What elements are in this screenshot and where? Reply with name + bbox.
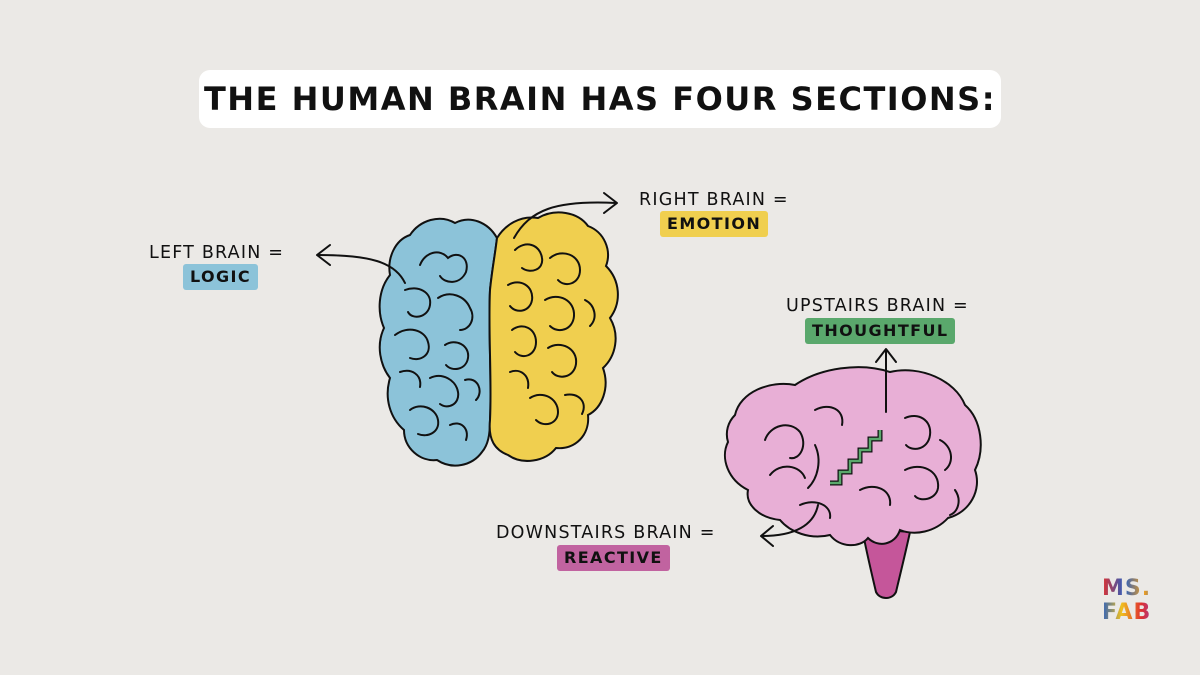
left-brain-arrow bbox=[317, 254, 406, 284]
ms-fab-logo: MS. FAB bbox=[1102, 577, 1158, 625]
right-brain-arrowhead bbox=[603, 192, 618, 214]
staircase-icon-fill bbox=[830, 430, 882, 485]
left-brain-tag: LOGIC bbox=[183, 264, 259, 290]
right-brain-hemisphere bbox=[488, 211, 619, 462]
upstairs-brain-label: UPSTAIRS BRAIN = bbox=[786, 296, 969, 316]
right-brain-label: RIGHT BRAIN = bbox=[639, 190, 789, 210]
left-brain-folds bbox=[394, 251, 481, 441]
page-title: THE HUMAN BRAIN HAS FOUR SECTIONS: bbox=[203, 80, 997, 118]
downstairs-arrowhead bbox=[760, 525, 774, 547]
downstairs-arrow bbox=[761, 504, 819, 537]
logo-line-2: FAB bbox=[1102, 601, 1158, 625]
left-brain-label: LEFT BRAIN = bbox=[149, 243, 285, 263]
upstairs-brain-tag: THOUGHTFUL bbox=[805, 318, 956, 344]
logo-line-1: MS. bbox=[1102, 577, 1158, 601]
downstairs-brain-label: DOWNSTAIRS BRAIN = bbox=[496, 523, 716, 543]
side-brain-folds bbox=[764, 405, 960, 519]
right-brain-folds bbox=[507, 243, 596, 426]
title-box: THE HUMAN BRAIN HAS FOUR SECTIONS: bbox=[199, 70, 1001, 128]
brain-stem bbox=[860, 526, 912, 599]
left-brain-arrowhead bbox=[316, 244, 331, 266]
left-brain-hemisphere bbox=[378, 217, 499, 467]
side-brain bbox=[723, 366, 982, 547]
right-brain-tag: EMOTION bbox=[660, 211, 769, 237]
upstairs-arrowhead bbox=[875, 348, 897, 363]
downstairs-brain-tag: REACTIVE bbox=[557, 545, 670, 571]
right-brain-arrow bbox=[513, 201, 617, 239]
